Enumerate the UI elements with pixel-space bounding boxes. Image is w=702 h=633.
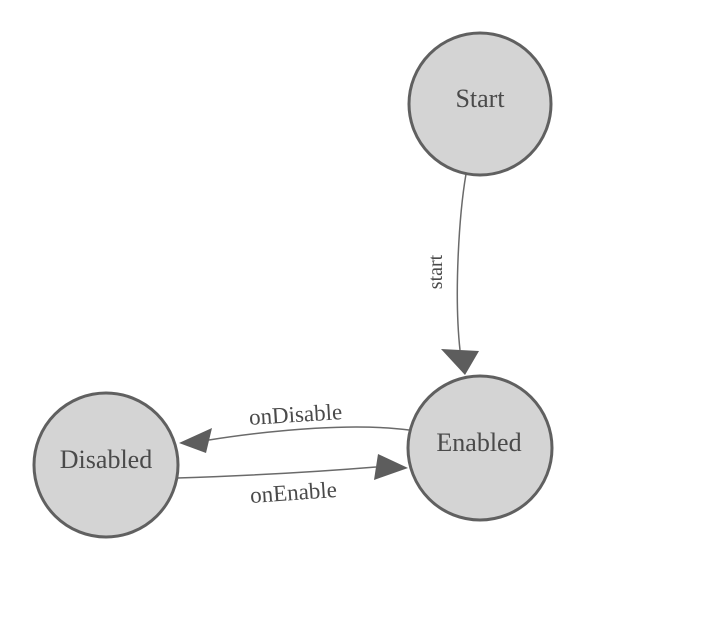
state-node-disabled: Disabled [32, 391, 180, 539]
state-label-disabled: Disabled [60, 445, 152, 474]
state-circle-disabled [32, 391, 180, 539]
transition-edge-ondisable: onDisable [179, 399, 410, 453]
edge-line-start [456, 173, 467, 351]
edge-label-start: start [425, 254, 447, 289]
edge-label-ondisable: onDisable [248, 399, 343, 430]
state-circle-start [407, 31, 553, 177]
transition-edge-onenable: onEnable [176, 454, 408, 508]
state-label-enabled: Enabled [436, 428, 521, 457]
edge-line-ondisable [208, 426, 410, 441]
state-label-start: Start [455, 84, 505, 113]
state-node-start: Start [407, 31, 553, 177]
edge-line-onenable [176, 466, 377, 479]
edge-label-onenable: onEnable [249, 477, 337, 508]
arrowhead-icon-onenable [374, 454, 408, 480]
transition-edge-start: start [425, 173, 479, 375]
state-circle-enabled [406, 374, 554, 522]
arrowhead-icon-ondisable [179, 428, 212, 453]
state-node-enabled: Enabled [406, 374, 554, 522]
arrowhead-icon-start [441, 349, 479, 375]
